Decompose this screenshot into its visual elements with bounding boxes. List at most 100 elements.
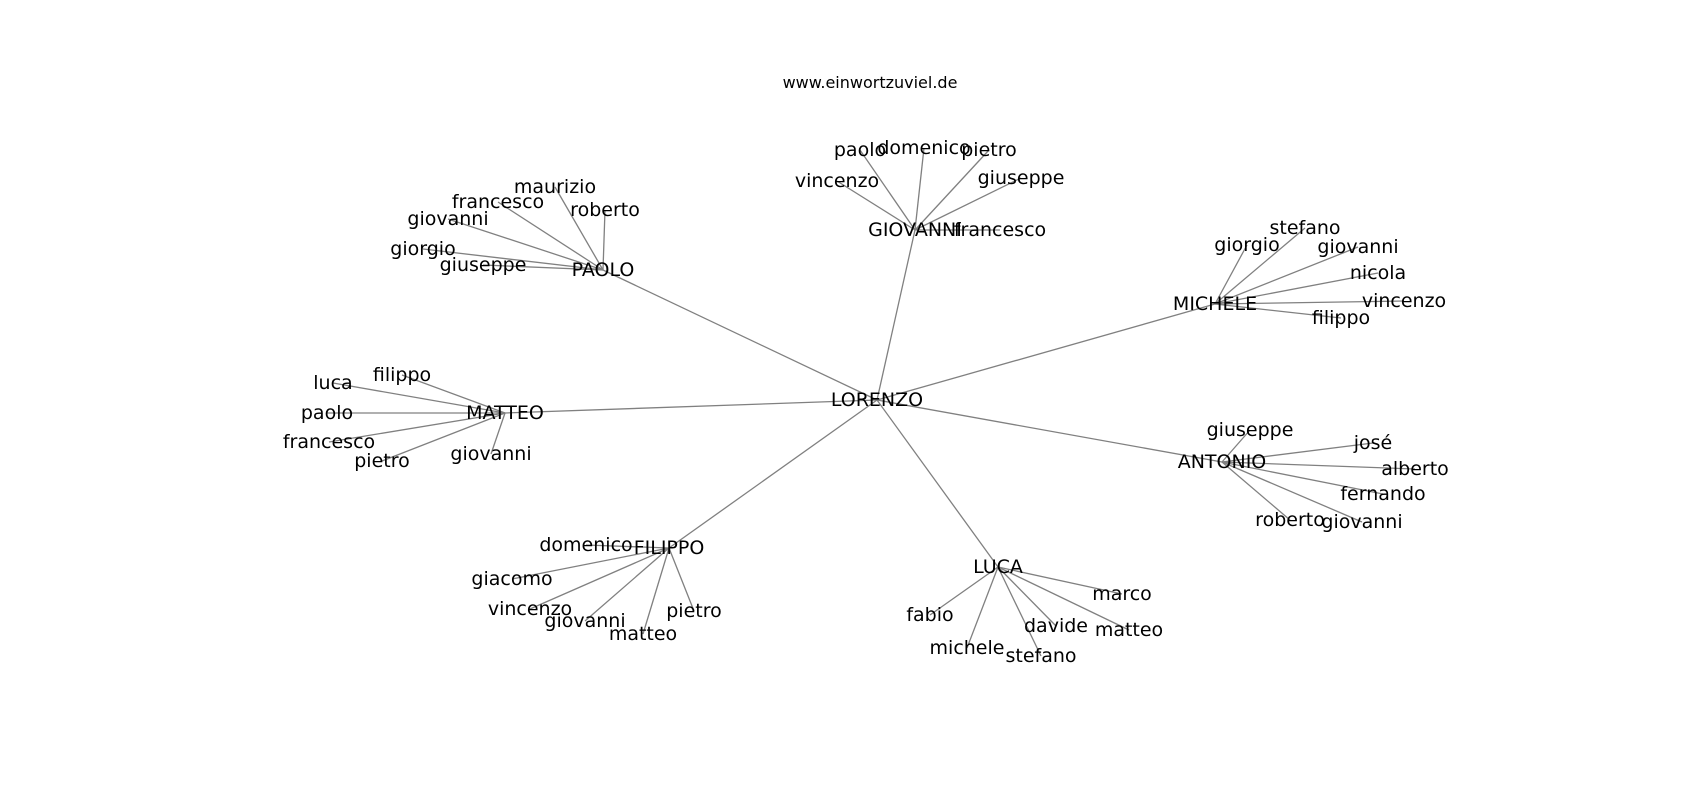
leaf-node-label: vincenzo [795, 170, 879, 192]
hub-node-label-matteo: MATTEO [466, 402, 544, 424]
leaf-node-label: giovanni [450, 443, 531, 465]
edge-paolo-to-giovanni [447, 218, 604, 271]
edge-antonio-to-giovanni [1221, 461, 1363, 523]
edge-antonio-to-roberto [1221, 461, 1291, 521]
leaf-node-label: domenico [539, 534, 632, 556]
leaf-node-label: roberto [1255, 509, 1325, 531]
edge-paolo-to-giorgio [422, 248, 604, 271]
leaf-node-label: fabio [906, 604, 953, 626]
graph-edges [327, 147, 1416, 657]
leaf-node-label: giovanni [1317, 236, 1398, 258]
leaf-node-label: pietro [354, 450, 410, 472]
edge-matteo-to-giovanni [490, 412, 506, 455]
edge-filippo-to-pietro [668, 547, 695, 612]
center-node-label: LORENZO [831, 389, 923, 411]
leaf-node-label: domenico [877, 137, 970, 159]
edge-antonio-to-fernando [1221, 461, 1384, 495]
leaf-node-label: filippo [1312, 307, 1370, 329]
edge-michele-to-giorgio [1214, 244, 1248, 305]
leaf-node-label: maurizio [514, 176, 596, 198]
leaf-node-label: filippo [373, 364, 431, 386]
edge-filippo-to-giovanni [584, 547, 670, 622]
leaf-node-label: stefano [1005, 645, 1076, 667]
leaf-node-label: paolo [301, 402, 353, 424]
edge-giovanni-to-domenico [914, 147, 925, 231]
edge-michele-to-vincenzo [1214, 300, 1405, 305]
leaf-node-label: giovanni [544, 610, 625, 632]
edge-luca-to-davide [997, 566, 1057, 627]
edge-michele-to-nicola [1214, 272, 1379, 305]
leaf-node-label: davide [1024, 615, 1088, 637]
leaf-node-label: matteo [1095, 619, 1163, 641]
edge-center-to-antonio [876, 399, 1223, 463]
leaf-node-label: marco [1092, 583, 1152, 605]
hub-node-label-filippo: FILIPPO [634, 537, 705, 559]
leaf-node-label: giorgio [390, 238, 455, 260]
leaf-node-label: giuseppe [1207, 419, 1294, 441]
edge-luca-to-matteo [997, 566, 1130, 631]
edge-matteo-to-pietro [381, 412, 506, 462]
leaf-node-label: josé [1353, 432, 1393, 454]
edge-center-to-giovanni [876, 229, 916, 401]
edge-paolo-to-francesco [497, 201, 604, 271]
edge-center-to-matteo [504, 399, 878, 414]
leaf-node-label: michele [930, 637, 1005, 659]
edge-paolo-to-giuseppe [482, 264, 604, 271]
edge-michele-to-filippo [1214, 303, 1342, 319]
edge-giovanni-to-paolo [859, 149, 916, 231]
edge-filippo-to-vincenzo [529, 547, 670, 610]
edge-giovanni-to-vincenzo [836, 180, 916, 231]
edge-luca-to-fabio [929, 566, 999, 616]
edge-luca-to-marco [997, 566, 1123, 595]
hub-node-label-antonio: ANTONIO [1178, 451, 1267, 473]
leaf-node-label: nicola [1350, 262, 1406, 284]
graph-labels: LORENZOGIOVANNIpaolodomenicopietrovincen… [283, 137, 1449, 667]
edge-filippo-to-giacomo [511, 547, 670, 580]
leaf-node-label: giuseppe [978, 167, 1065, 189]
edge-antonio-to-josé [1221, 442, 1374, 463]
edge-luca-to-stefano [997, 566, 1042, 657]
leaf-node-label: vincenzo [488, 598, 572, 620]
edge-paolo-to-maurizio [554, 186, 604, 271]
edge-matteo-to-francesco [328, 412, 506, 443]
edge-matteo-to-filippo [401, 374, 506, 414]
edge-paolo-to-roberto [602, 209, 606, 271]
edge-center-to-michele [876, 303, 1216, 401]
edge-center-to-filippo [668, 399, 878, 549]
leaf-node-label: fernando [1340, 483, 1425, 505]
leaf-node-label: vincenzo [1362, 290, 1446, 312]
site-url-label: www.einwortzuviel.de [783, 73, 958, 92]
edge-center-to-luca [876, 399, 999, 568]
leaf-node-label: giovanni [407, 208, 488, 230]
edge-giovanni-to-pietro [914, 149, 990, 231]
hub-node-label-giovanni: GIOVANNI [868, 219, 962, 241]
edge-matteo-to-luca [332, 382, 506, 414]
leaf-node-label: pietro [961, 139, 1017, 161]
leaf-node-label: roberto [570, 199, 640, 221]
edge-antonio-to-alberto [1221, 461, 1416, 470]
hub-node-label-luca: LUCA [973, 556, 1023, 578]
edge-luca-to-michele [966, 566, 999, 649]
edge-filippo-to-matteo [642, 547, 670, 635]
leaf-node-label: francesco [954, 219, 1046, 241]
leaf-node-label: luca [313, 372, 352, 394]
hub-node-label-michele: MICHELE [1173, 293, 1257, 315]
leaf-node-label: giovanni [1321, 511, 1402, 533]
leaf-node-label: pietro [666, 600, 722, 622]
edge-michele-to-giovanni [1214, 246, 1359, 305]
leaf-node-label: giacomo [471, 568, 552, 590]
leaf-node-label: matteo [609, 623, 677, 645]
leaf-node-label: alberto [1381, 458, 1449, 480]
edge-filippo-to-domenico [585, 544, 670, 549]
edge-antonio-to-giuseppe [1221, 429, 1251, 463]
leaf-node-label: giuseppe [440, 254, 527, 276]
leaf-node-label: stefano [1269, 217, 1340, 239]
hub-node-label-paolo: PAOLO [572, 259, 635, 281]
leaf-node-label: francesco [283, 431, 375, 453]
edge-center-to-paolo [602, 269, 878, 401]
edge-michele-to-stefano [1214, 227, 1306, 305]
edge-giovanni-to-giuseppe [914, 177, 1022, 231]
leaf-node-label: francesco [452, 191, 544, 213]
leaf-node-label: paolo [834, 139, 886, 161]
